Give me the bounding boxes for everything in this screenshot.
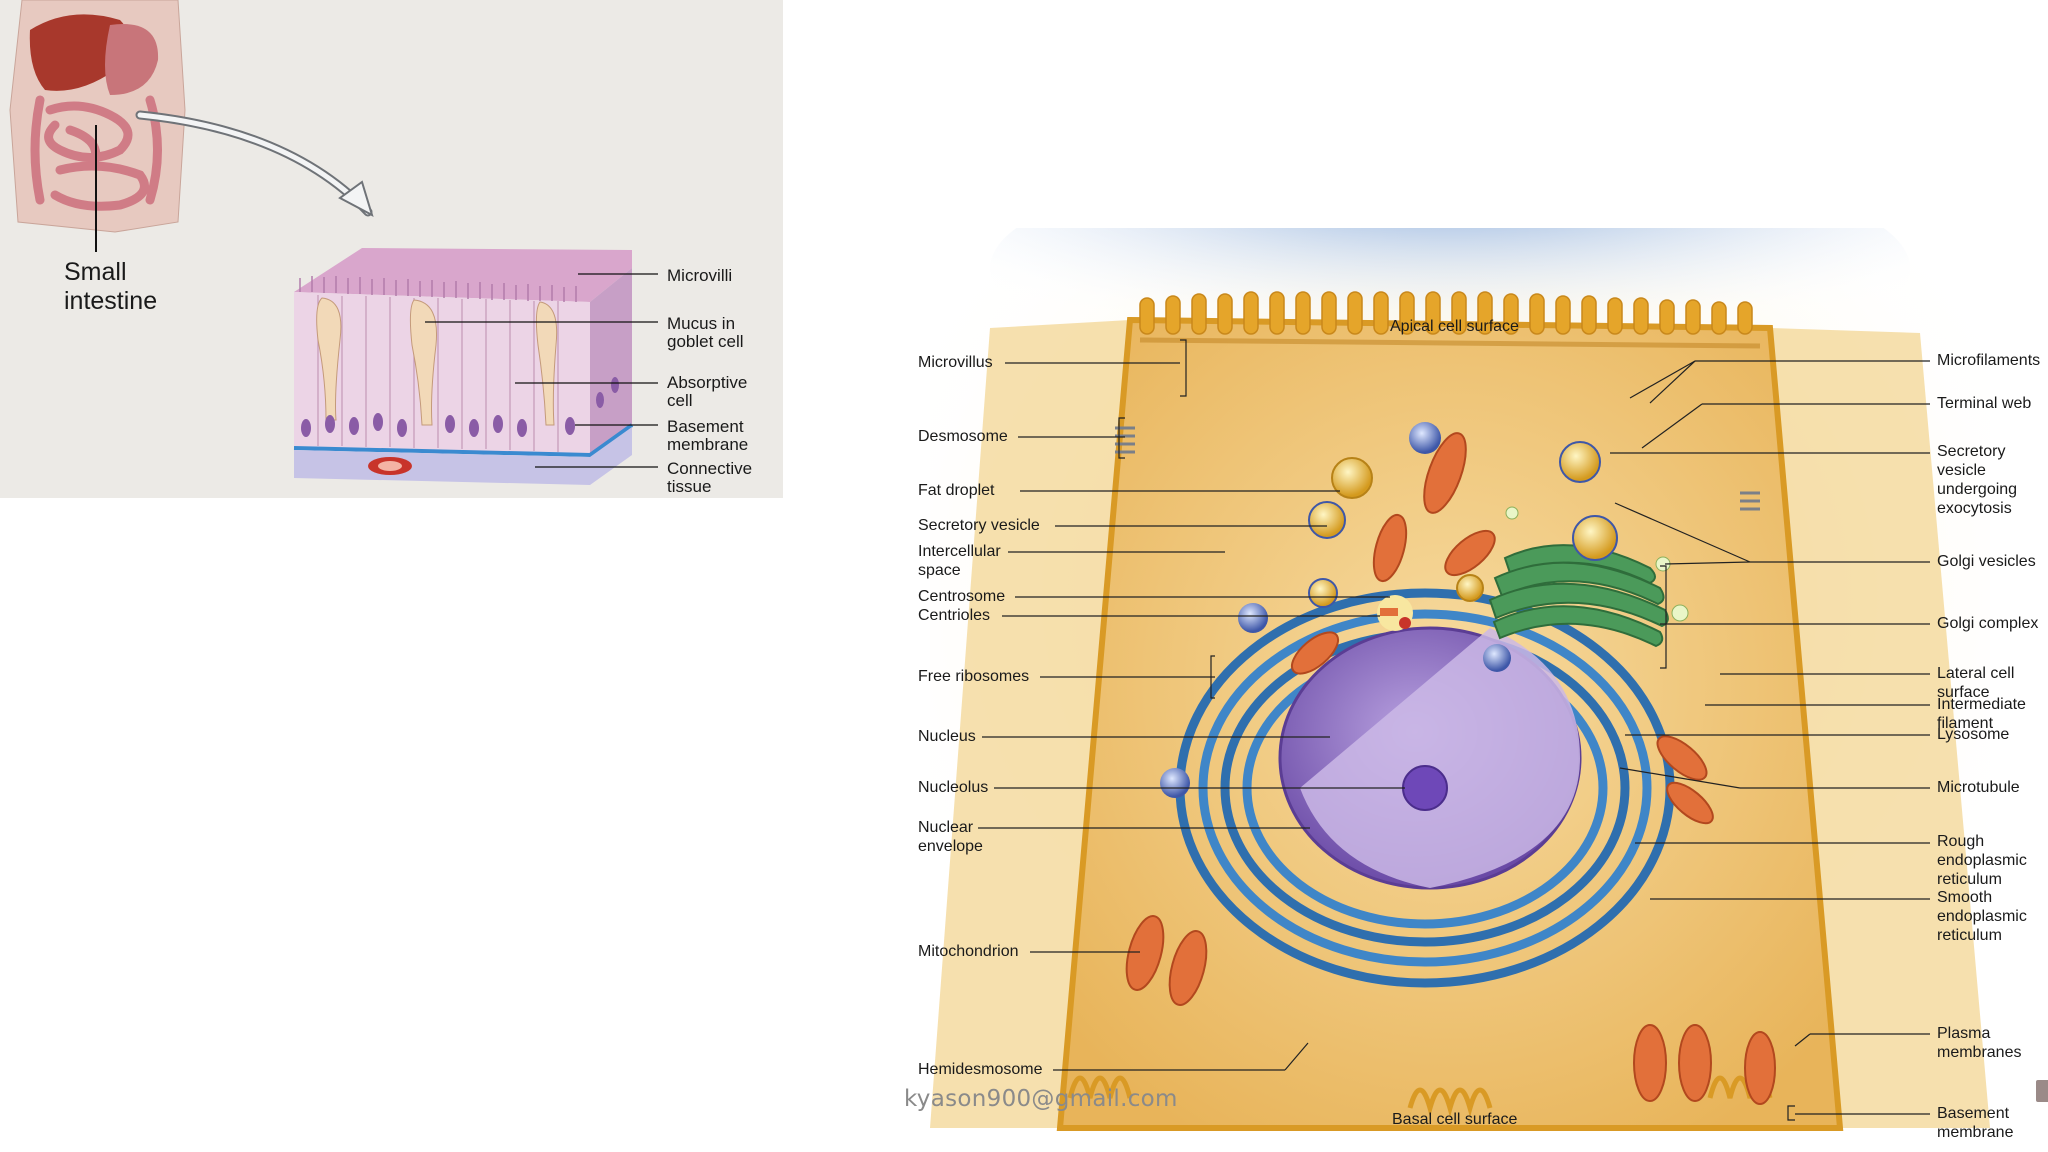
label-centrosome: Centrosome xyxy=(918,588,1006,605)
label-basal-surface: Basal cell surface xyxy=(1392,1111,1518,1128)
cell-diagram-panel: Apical cell surface Basal cell surface M… xyxy=(890,228,2048,1152)
label-centrioles: Centrioles xyxy=(918,607,991,624)
epithelium-block xyxy=(293,248,634,485)
label-mucus: Mucus in goblet cell xyxy=(667,314,744,351)
label-secretory-vesicle: Secretory vesicle xyxy=(918,517,1040,534)
right-leader-lines xyxy=(1610,360,1930,1121)
label-lysosome: Lysosome xyxy=(1937,726,2010,743)
label-free-ribosomes: Free ribosomes xyxy=(918,668,1030,685)
watermark-email: kyason900@gmail.com xyxy=(904,1086,1178,1112)
label-nuclear-envelope: Nuclear envelope xyxy=(918,819,983,855)
desmosomes xyxy=(1115,426,1760,511)
label-nucleus: Nucleus xyxy=(918,728,976,745)
label-nucleolus: Nucleolus xyxy=(918,779,989,796)
label-apical-surface: Apical cell surface xyxy=(1390,318,1519,335)
torso-illustration xyxy=(9,0,186,233)
label-microvillus: Microvillus xyxy=(918,354,993,371)
label-golgi-vesicles: Golgi vesicles xyxy=(1937,553,2036,570)
left-leader-lines xyxy=(978,339,1405,1071)
label-rough-er: Rough endoplasmic reticulum xyxy=(1937,833,2027,888)
label-intercellular-space: Intercellular space xyxy=(918,543,1001,579)
label-smooth-er: Smooth endoplasmic reticulum xyxy=(1937,889,2027,944)
cell-illustration xyxy=(930,228,1990,1152)
intestine-illustration xyxy=(9,0,658,485)
label-connective-tissue: Connective tissue xyxy=(667,459,753,496)
arrow-head xyxy=(338,180,374,218)
golgi-complex xyxy=(1488,544,1669,648)
nucleus xyxy=(1278,626,1582,890)
label-plasma-membranes: Plasma membranes xyxy=(1937,1025,2022,1061)
label-mitochondrion: Mitochondrion xyxy=(918,943,1019,960)
label-microfilaments: Microfilaments xyxy=(1937,352,2041,369)
label-intermediate-filament: Intermediate filament xyxy=(1937,696,2026,732)
centrosome xyxy=(1377,595,1413,631)
label-microvilli: Microvilli xyxy=(667,266,733,285)
label-fat-droplet: Fat droplet xyxy=(918,482,995,499)
label-absorptive-cell: Absorptive cell xyxy=(667,373,748,410)
label-desmosome: Desmosome xyxy=(918,428,1008,445)
vesicles xyxy=(1160,422,1689,798)
edge-window-icon[interactable] xyxy=(2036,1080,2048,1102)
mitochondria xyxy=(1125,432,1776,1105)
label-terminal-web: Terminal web xyxy=(1937,395,2032,412)
label-hemidesmosome: Hemidesmosome xyxy=(918,1061,1043,1078)
label-lateral-cell-surface: Lateral cell surface xyxy=(1937,665,2015,701)
label-basement-membrane-cell: Basement membrane xyxy=(1937,1105,2014,1141)
organ-label: Small intestine xyxy=(64,258,158,315)
label-microtubule: Microtubule xyxy=(1937,779,2020,796)
intestine-panel: Small intestine Microvilli Mucus in gobl… xyxy=(0,0,783,498)
label-basement-membrane: Basement membrane xyxy=(667,417,749,454)
label-golgi-complex: Golgi complex xyxy=(1937,615,2039,632)
label-secretory-vesicle-exocytosis: Secretory vesicle undergoing exocytosis xyxy=(1937,443,2018,517)
